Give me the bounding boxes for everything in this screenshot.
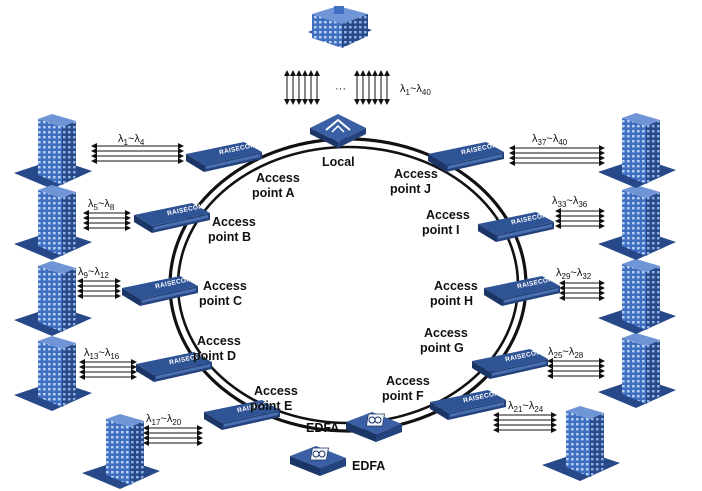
building-a xyxy=(14,114,92,189)
central-wavelength-arrows xyxy=(284,70,390,105)
device-a: RAISECOM xyxy=(186,142,262,172)
wavelength-arrows-d xyxy=(79,359,137,380)
wavelength-arrows-h xyxy=(559,280,605,301)
wavelength-arrows-a xyxy=(91,143,184,164)
device-b: RAISECOM xyxy=(134,203,210,233)
wavelength-arrows-f xyxy=(493,412,557,433)
building-i xyxy=(598,185,676,260)
central-dots: ··· xyxy=(335,83,346,95)
device-h: RAISECOM xyxy=(484,276,560,306)
lambda-range-i: λ33~λ36 xyxy=(552,195,588,209)
lambda-range-a: λ1~λ4 xyxy=(118,133,145,147)
lambda-range-e: λ17~λ20 xyxy=(146,413,182,427)
lambda-range-d: λ13~λ16 xyxy=(84,347,120,361)
device-e: RAISECOM xyxy=(204,400,280,430)
building-j xyxy=(598,113,676,188)
wavelength-arrows-g xyxy=(547,358,605,379)
building-g xyxy=(598,333,676,408)
device-g: RAISECOM xyxy=(472,349,548,379)
central-splitter-icon xyxy=(310,114,366,148)
wavelength-arrows-i xyxy=(555,208,605,229)
device-j: RAISECOM xyxy=(428,142,504,172)
building-b xyxy=(14,185,92,260)
lambda-range-c: λ9~λ12 xyxy=(78,266,109,280)
device-c: RAISECOM xyxy=(122,276,198,306)
edfa-label-2: EDFA xyxy=(352,459,385,473)
lambda-range-j: λ37~λ40 xyxy=(532,133,568,147)
wavelength-arrows-e xyxy=(143,425,203,446)
device-f: RAISECOM xyxy=(430,390,506,420)
central-office-building xyxy=(308,6,372,48)
edfa-icon-2 xyxy=(289,445,347,477)
lambda-range-b: λ5~λ8 xyxy=(88,198,115,212)
wavelength-arrows-c xyxy=(77,278,121,299)
lambda-range-h: λ29~λ32 xyxy=(556,267,592,281)
building-e xyxy=(82,414,160,489)
edfa-label-1: EDFA xyxy=(306,421,339,435)
building-f xyxy=(542,406,620,481)
device-i: RAISECOM xyxy=(478,212,554,242)
central-lambda-range: λ1~λ40 xyxy=(400,83,431,97)
edfa-icon-1 xyxy=(345,411,403,443)
building-d xyxy=(14,336,92,411)
device-d: RAISECOM xyxy=(136,352,212,382)
wavelength-arrows-b xyxy=(83,210,131,231)
central-label: Local xyxy=(322,155,355,169)
lambda-range-f: λ21~λ24 xyxy=(508,400,544,414)
wavelength-arrows-j xyxy=(509,145,605,166)
lambda-range-g: λ25~λ28 xyxy=(548,346,584,360)
building-h xyxy=(598,259,676,334)
